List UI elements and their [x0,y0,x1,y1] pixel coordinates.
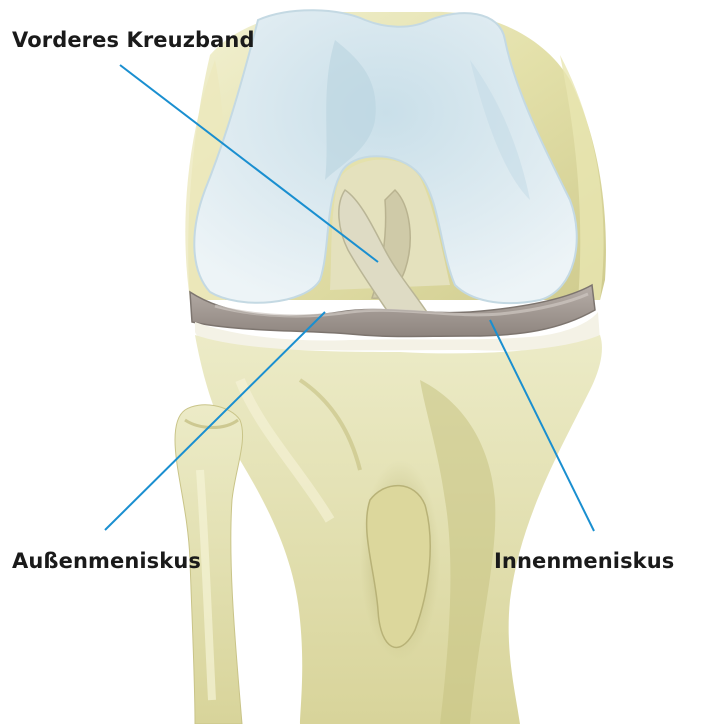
label-lateral-meniscus: Außenmeniskus [12,549,201,573]
label-anterior-cruciate-ligament: Vorderes Kreuzband [12,28,255,52]
label-medial-meniscus: Innenmeniskus [494,549,674,573]
